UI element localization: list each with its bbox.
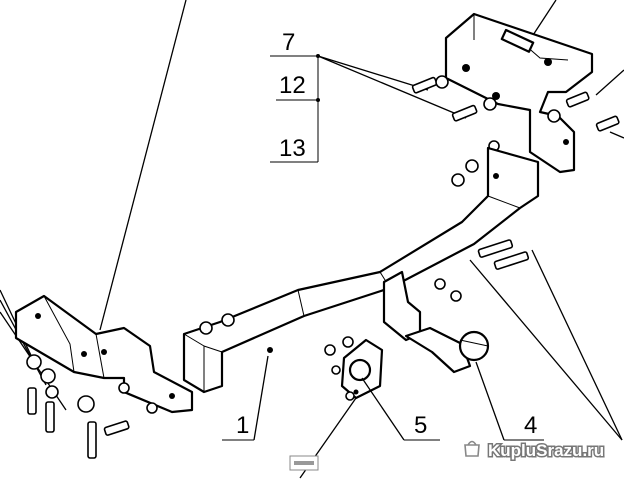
cross-beam <box>182 146 540 394</box>
callout-12: 12 <box>279 72 306 99</box>
callout-5: 5 <box>414 412 427 439</box>
bolts-right <box>411 75 620 187</box>
callout-13: 13 <box>279 135 306 162</box>
drawing-stamp <box>289 455 319 471</box>
leader-lines <box>0 0 624 441</box>
tow-ball-assembly <box>324 239 530 374</box>
callout-4: 4 <box>524 412 537 439</box>
callout-1: 1 <box>236 412 249 439</box>
callout-7-12-13: 7 12 13 <box>270 29 467 163</box>
shopping-bag-icon <box>464 440 480 457</box>
right-mounting-bracket <box>444 12 594 174</box>
watermark: KupluSrazu.ru <box>462 438 606 462</box>
left-mounting-bracket <box>14 294 194 414</box>
socket-plate <box>331 338 384 401</box>
callout-7: 7 <box>282 29 295 56</box>
bolts-left <box>26 313 235 459</box>
watermark-text: KupluSrazu.ru <box>488 441 604 460</box>
